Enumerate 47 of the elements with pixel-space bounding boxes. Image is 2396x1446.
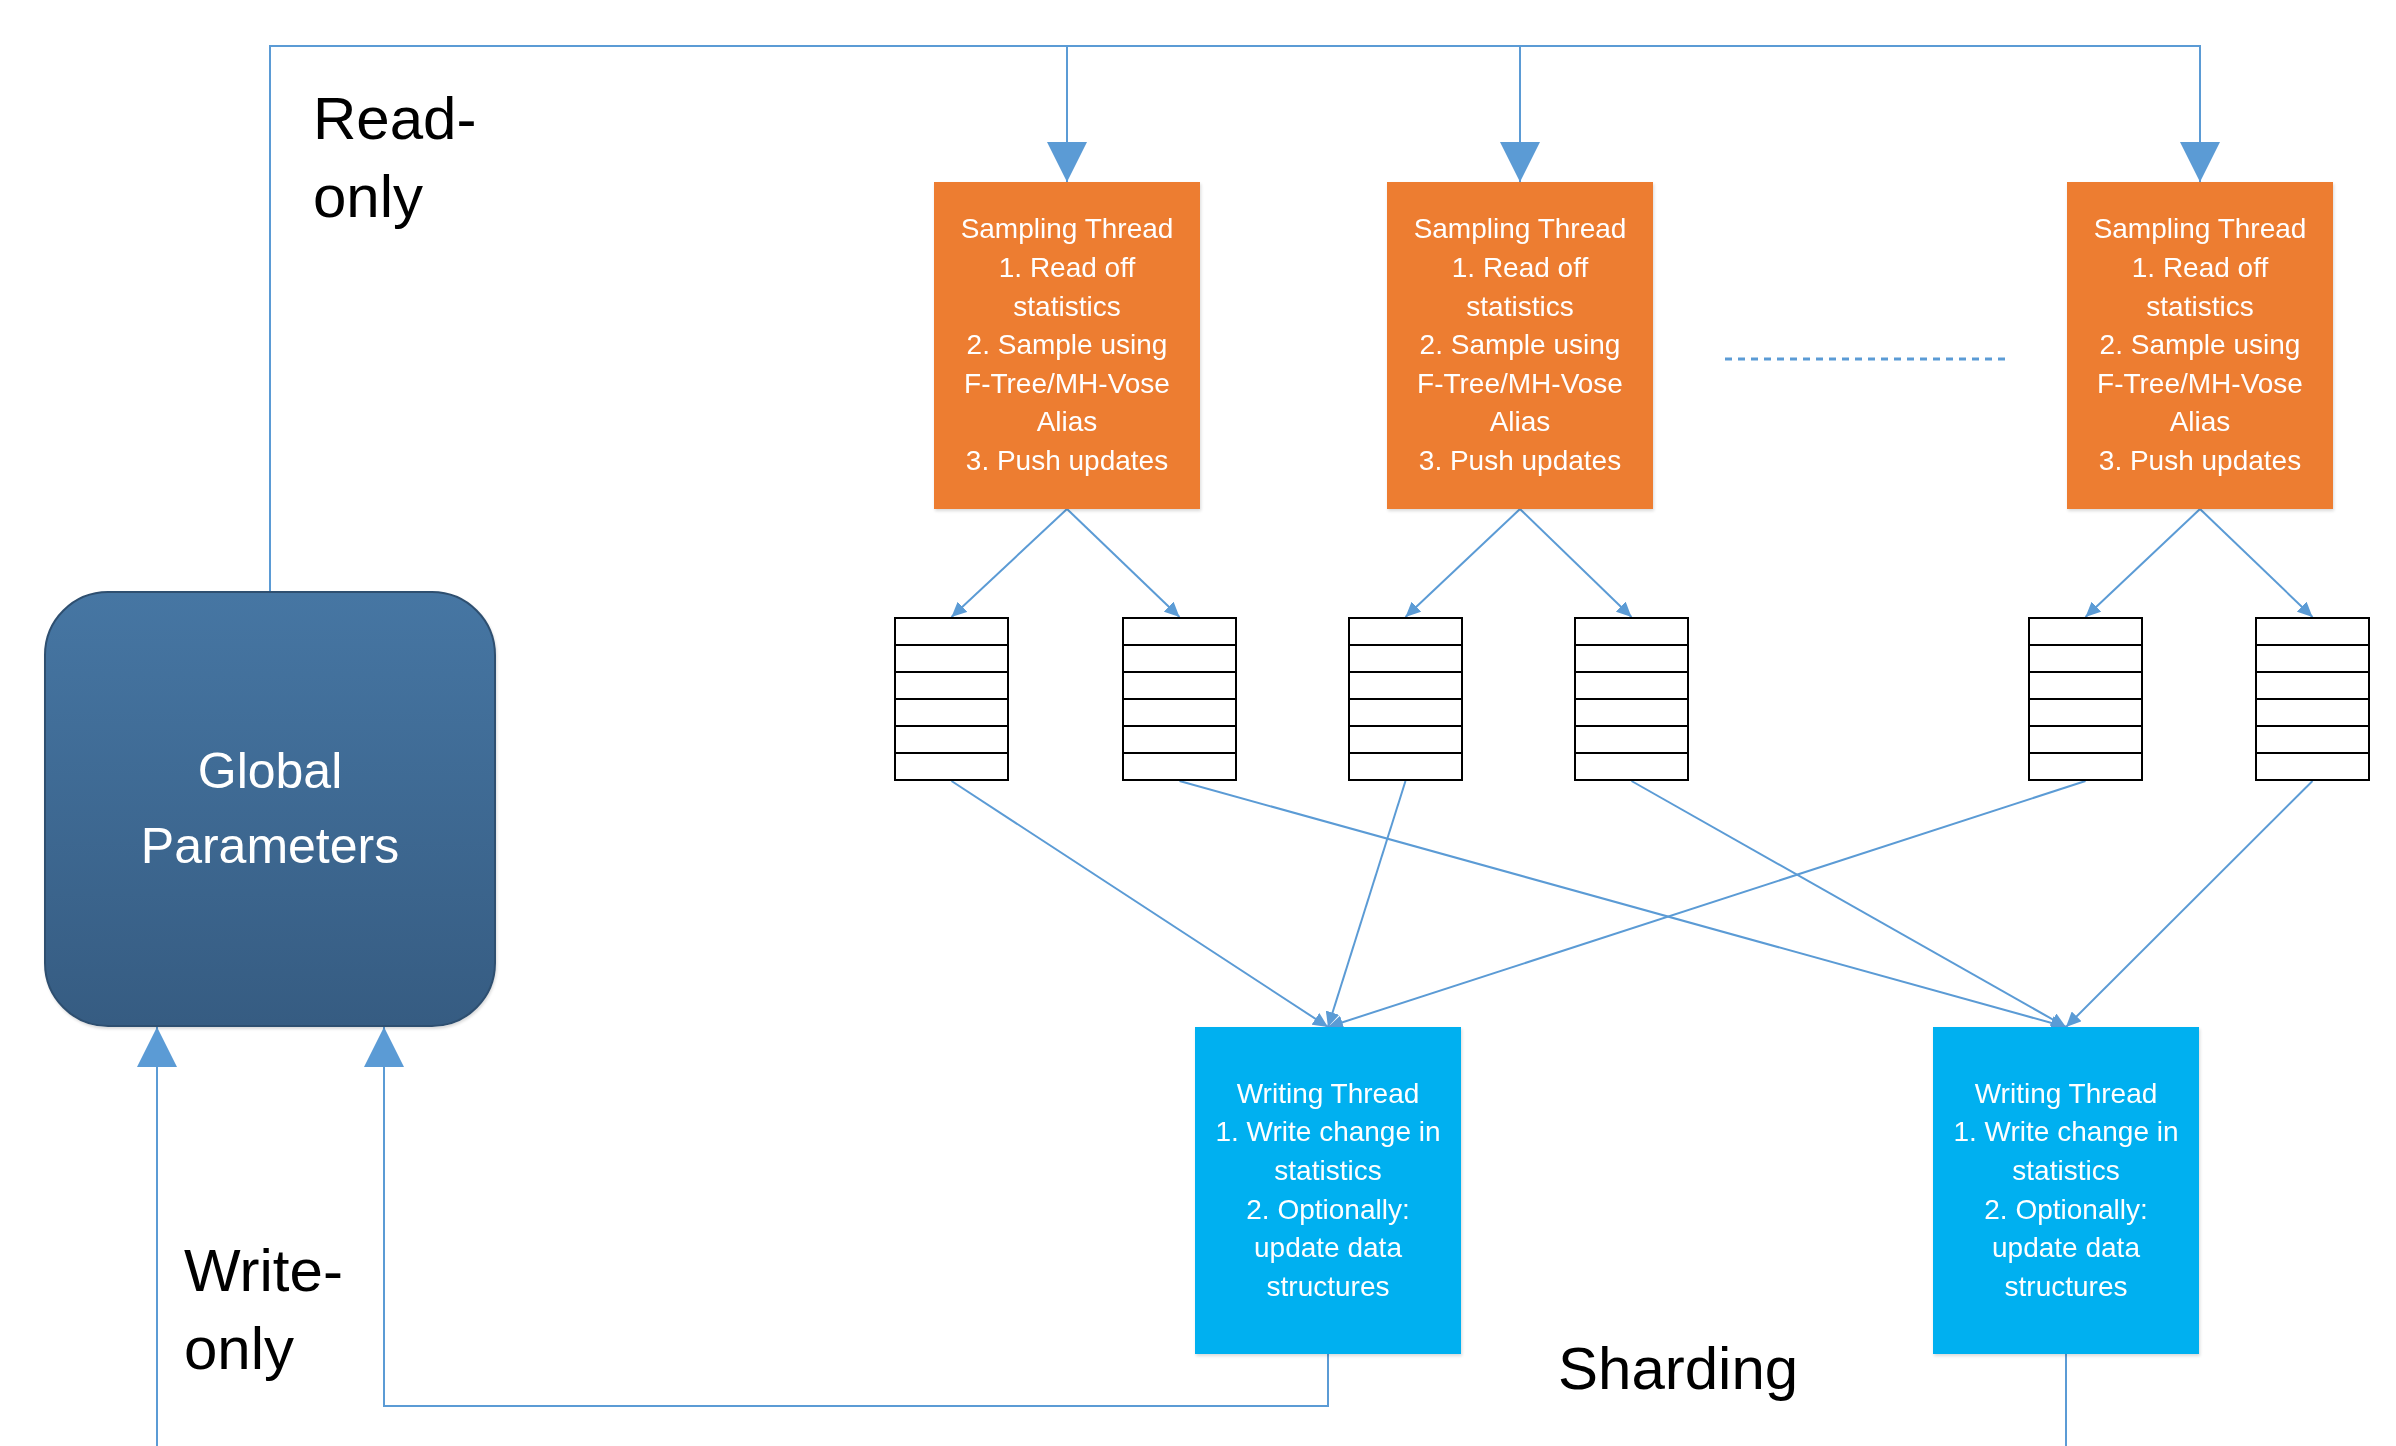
node-text: 1. Read off statistics [1450,250,1590,324]
edge-note: Sharding [1558,1334,1800,1404]
node-text: 1. Write change in statistics [1215,1115,1441,1188]
node-text: 3. Push updates [1418,444,1622,479]
arrow [950,508,1068,618]
node-text: 2. Sample using F-Tree/MH-Vose Alias [963,328,1171,440]
node-text: 1. Read off statistics [997,250,1137,324]
node-text: 1. Read off statistics [2130,250,2270,324]
node-text: Sampling Thread [1413,212,1627,247]
sampling-thread-box [934,182,1200,509]
queue-box [894,617,1009,781]
sampling-thread-box [1387,182,1653,509]
arrow [1404,508,1521,618]
arrow [1066,508,1181,618]
node-text: 2. Sample using F-Tree/MH-Vose Alias [1416,328,1624,440]
arrow [1630,780,2067,1028]
queue-box [1348,617,1463,781]
node-text: 1. Write change in statistics [1953,1115,2179,1188]
sampling-thread-box [2067,182,2333,509]
arrow [2199,508,2314,618]
node-text: Sampling Thread [2093,212,2307,247]
node-text: Global Parameters [139,742,401,876]
queue-box [1122,617,1237,781]
edge-note: Write- only [184,1236,344,1384]
node-text: 2. Optionally: update data structures [1245,1192,1411,1304]
arrow [1325,780,1407,1028]
node-text: 3. Push updates [965,444,1169,479]
node-text: 2. Optionally: update data structures [1983,1192,2149,1304]
arrow [2065,780,2314,1028]
node-text: Writing Thread [1236,1076,1420,1111]
node-text: 3. Push updates [2098,444,2302,479]
arrow [1519,508,1633,618]
edge-note: Read- only [313,84,478,232]
parameter-box [44,591,496,1027]
writing-thread-box [1933,1027,2199,1354]
node-text: Writing Thread [1974,1076,2158,1111]
queue-box [2028,617,2143,781]
arrow [364,1026,1329,1407]
node-text: 2. Sample using F-Tree/MH-Vose Alias [2096,328,2304,440]
writing-thread-box [1195,1027,1461,1354]
arrow [950,780,1329,1028]
node-text: Sampling Thread [960,212,1174,247]
arrow [2084,508,2201,618]
queue-box [1574,617,1689,781]
queue-box [2255,617,2370,781]
arrow [1327,780,2087,1029]
arrow [137,1026,177,1446]
